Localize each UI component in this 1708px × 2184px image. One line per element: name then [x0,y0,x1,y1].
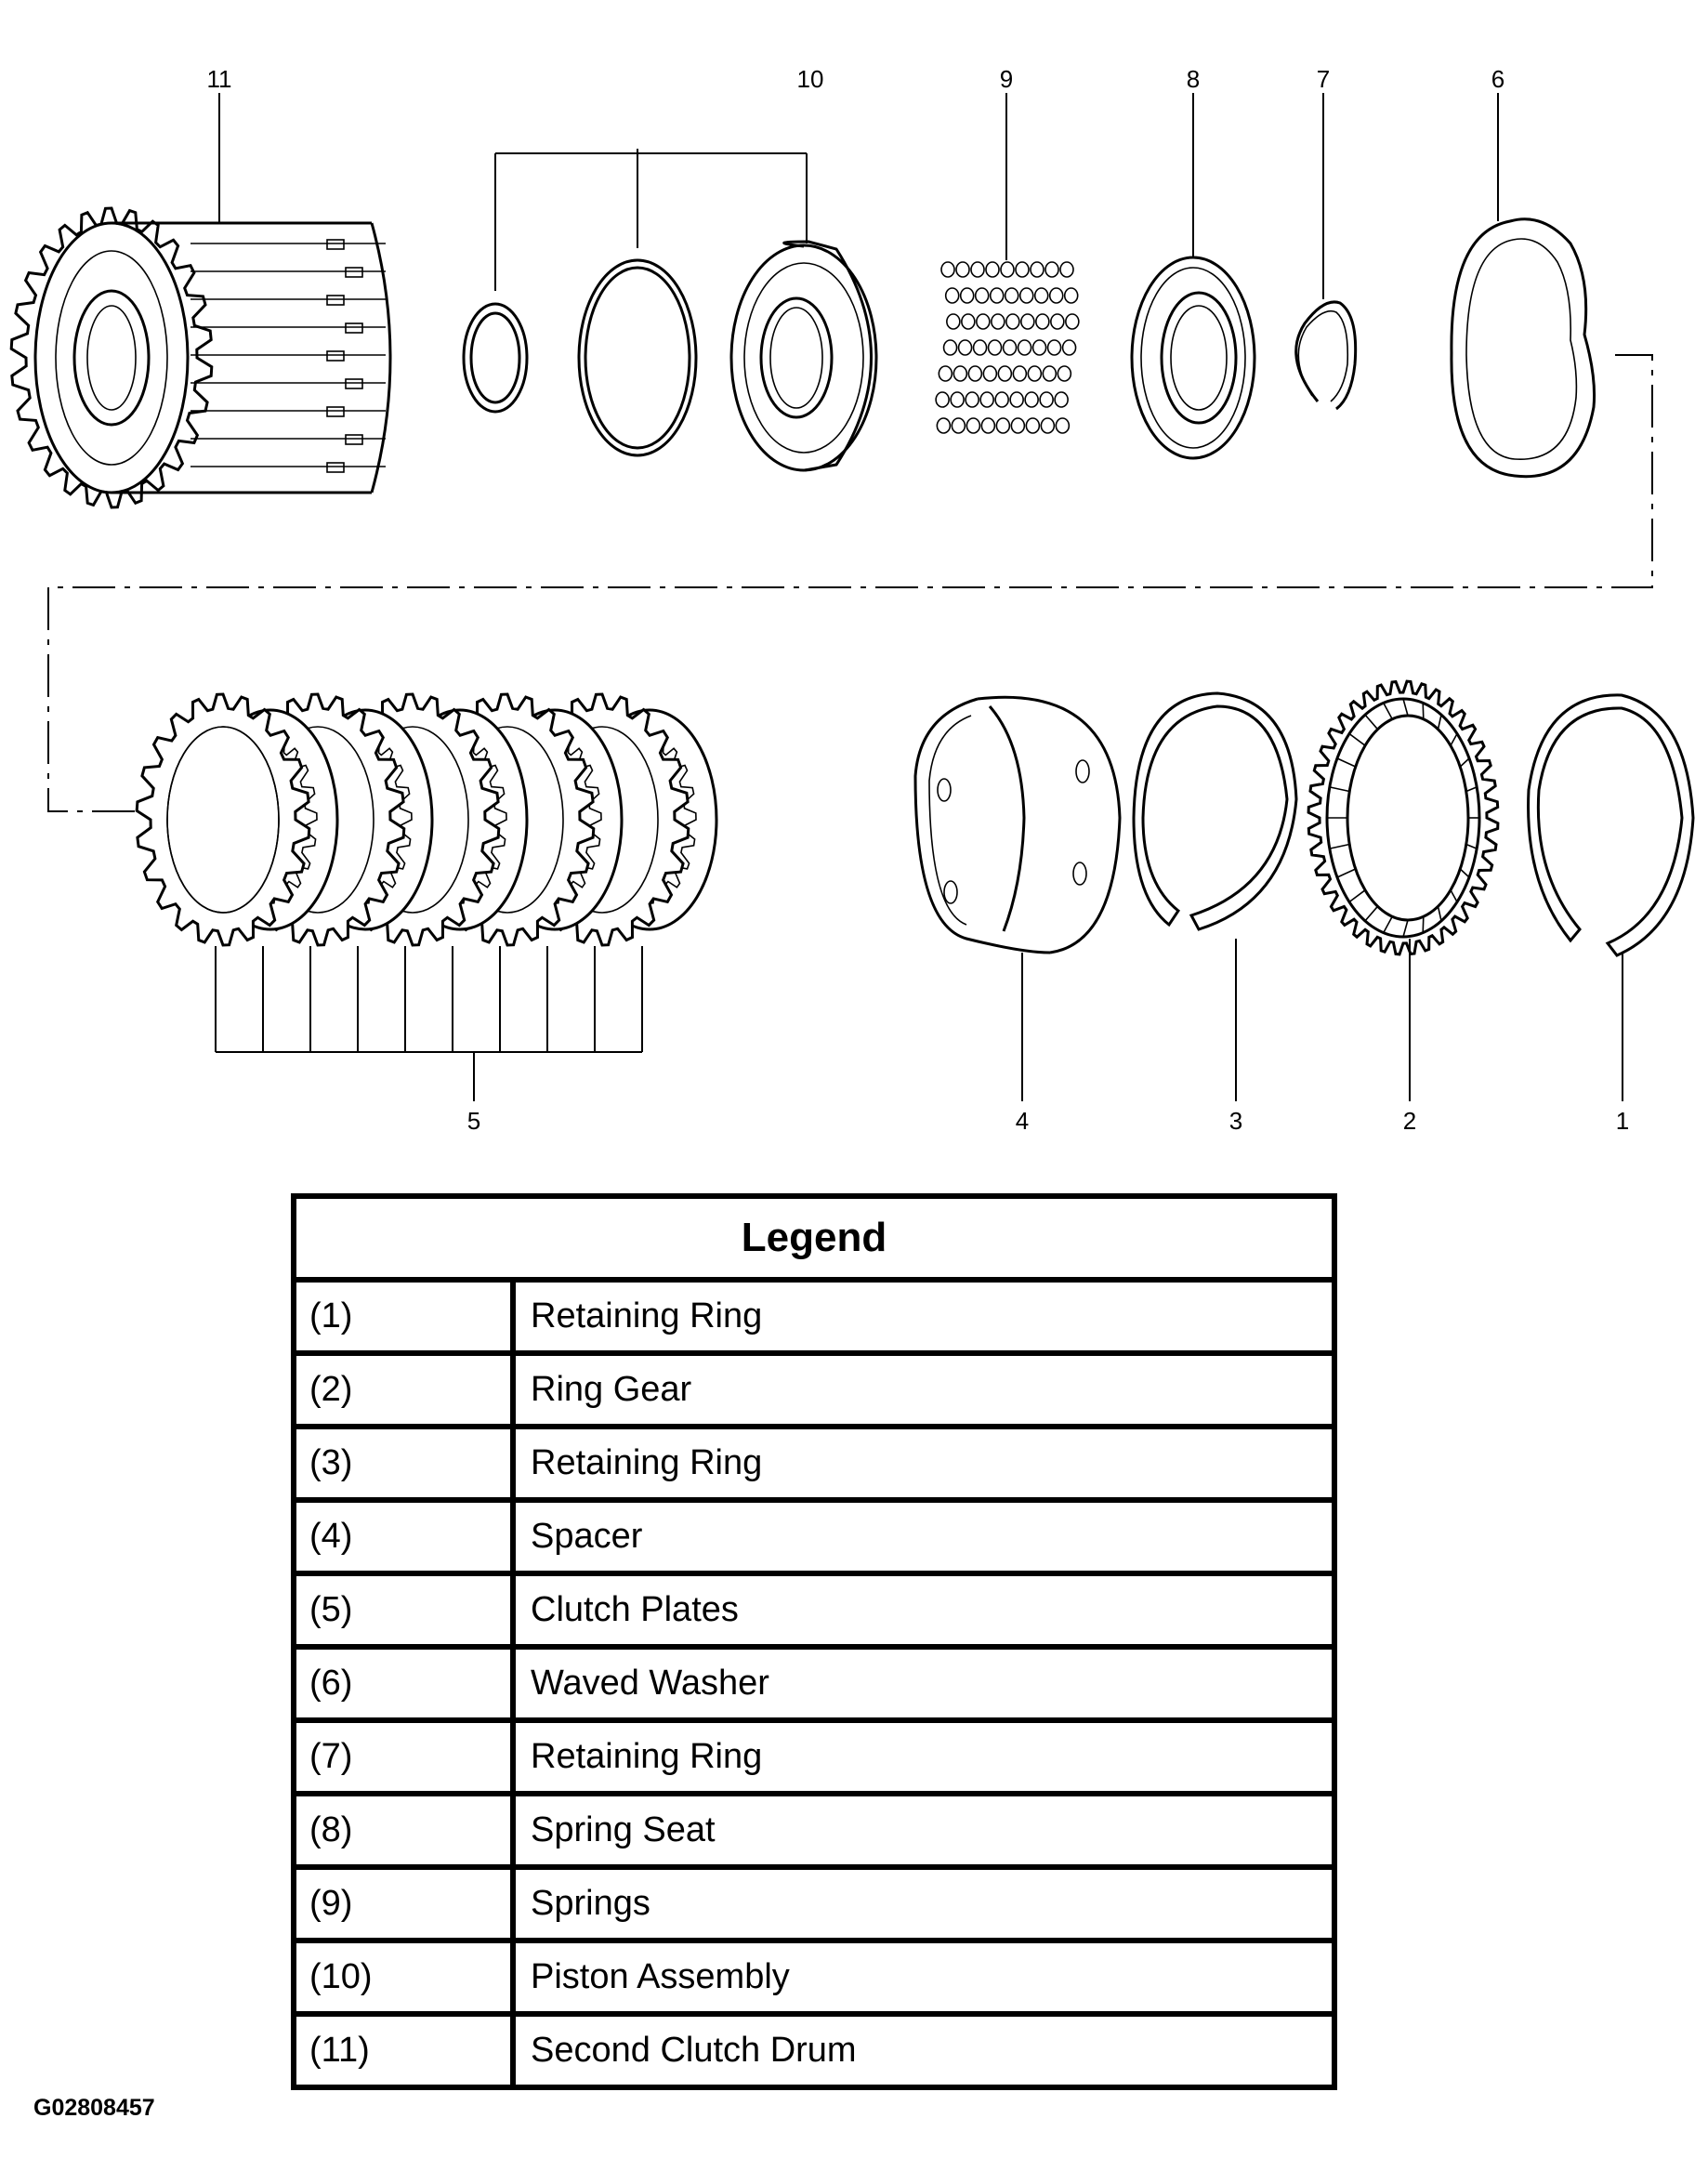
legend-key: (2) [296,1356,516,1424]
legend-key: (10) [296,1943,516,2011]
legend-description: Springs [531,1884,650,1923]
legend-key: (9) [296,1870,516,1938]
legend-key: (8) [296,1796,516,1864]
clutch-plates [135,692,718,1101]
legend-description: Waved Washer [531,1664,769,1703]
legend-row: (7) Retaining Ring [296,1723,1332,1796]
legend-key: (7) [296,1723,516,1791]
legend-row: (3) Retaining Ring [296,1429,1332,1503]
spacer [913,695,1122,1101]
ring-gear [1307,679,1500,1101]
legend-row: (11) Second Clutch Drum [296,2017,1332,2085]
legend-row: (1) Retaining Ring [296,1283,1332,1356]
legend-description: Retaining Ring [531,1443,763,1482]
callout-number: 6 [1491,65,1504,93]
legend-description: Clutch Plates [531,1590,739,1629]
legend-row: (4) Spacer [296,1503,1332,1576]
exploded-parts-diagram: 11 10 9 8 7 6 5 4 3 2 1 [9,65,1695,1135]
legend-title: Legend [296,1199,1332,1283]
callout-number: 7 [1317,65,1330,93]
legend-description: Retaining Ring [531,1737,763,1776]
legend-key: (1) [296,1283,516,1350]
legend-description: Piston Assembly [531,1957,790,1996]
legend-table: Legend (1) Retaining Ring (2) Ring Gear (3) R… [291,1193,1337,2090]
legend-key: (3) [296,1429,516,1497]
legend-description: Ring Gear [531,1370,692,1409]
legend-description: Retaining Ring [531,1296,763,1335]
retaining-ring-7 [1294,93,1358,411]
legend-description: Spring Seat [531,1810,716,1849]
legend-row: (6) Waved Washer [296,1650,1332,1723]
callout-number: 10 [797,65,824,93]
legend-row: (8) Spring Seat [296,1796,1332,1870]
retaining-ring-3 [1132,691,1298,1101]
piston-assembly [462,149,878,472]
legend-row: (2) Ring Gear [296,1356,1332,1429]
waved-washer [1450,93,1596,479]
legend-key: (5) [296,1576,516,1644]
callout-number: 3 [1229,1107,1242,1135]
callout-number: 8 [1187,65,1200,93]
callout-number: 1 [1616,1107,1629,1135]
legend-key: (6) [296,1650,516,1717]
second-clutch-drum [9,93,392,509]
legend-key: (4) [296,1503,516,1571]
callout-number: 4 [1016,1107,1029,1135]
legend-key: (11) [296,2017,516,2085]
callout-number: 9 [1000,65,1013,93]
callout-number: 5 [467,1107,480,1135]
retaining-ring-1 [1527,693,1695,1101]
spring-seat [1130,93,1256,460]
callout-number: 2 [1403,1107,1416,1135]
callout-labels: 11 10 9 8 7 6 5 4 3 2 1 [207,65,1630,1135]
springs [935,93,1080,434]
legend-row: (9) Springs [296,1870,1332,1943]
callout-number: 11 [207,65,232,93]
legend-row: (10) Piston Assembly [296,1943,1332,2017]
figure-id: G02808457 [33,2095,155,2121]
legend-row: (5) Clutch Plates [296,1576,1332,1650]
legend-description: Spacer [531,1517,643,1556]
legend-description: Second Clutch Drum [531,2031,857,2070]
row-connector-line [47,354,1653,812]
